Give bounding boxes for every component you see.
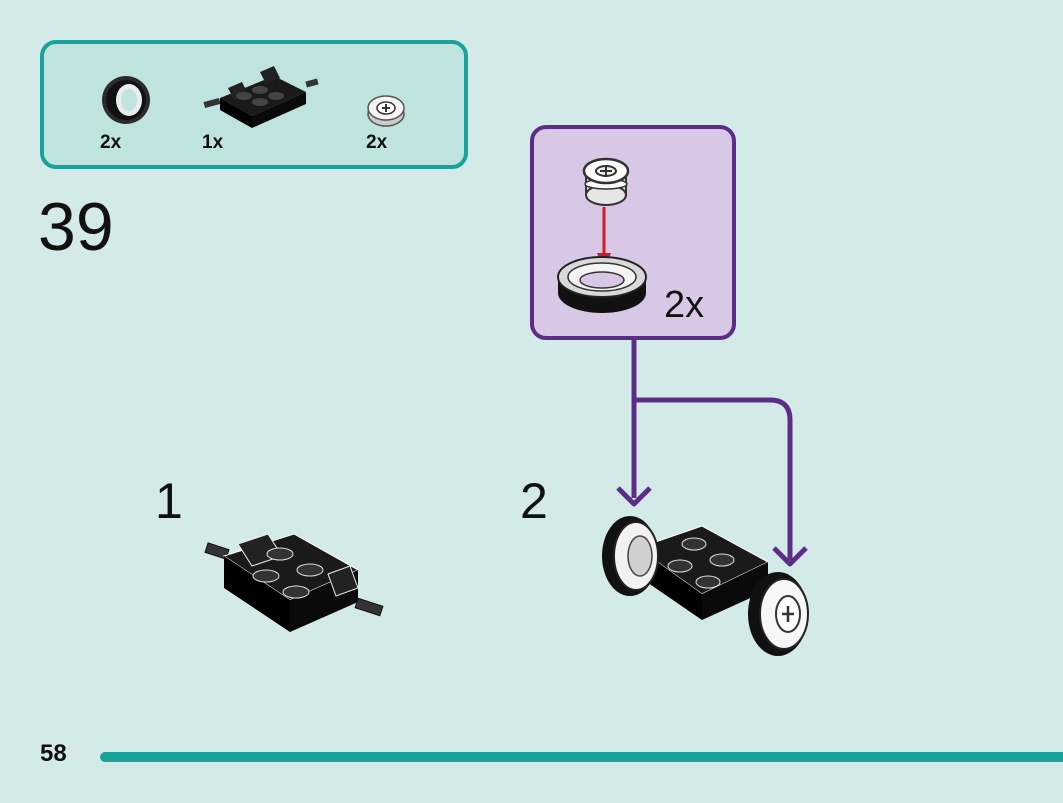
axle-plate-icon bbox=[204, 533, 384, 632]
wheel-rim-icon bbox=[582, 157, 630, 206]
step-number: 39 bbox=[38, 189, 114, 265]
subassembly-qty: 2x bbox=[664, 284, 705, 326]
wheel-rim-icon bbox=[367, 95, 405, 127]
page-progress-bar bbox=[100, 752, 1063, 762]
tire-icon bbox=[102, 76, 150, 124]
axle-plate-icon bbox=[203, 66, 319, 128]
wheel-rim-qty: 2x bbox=[366, 132, 388, 153]
page-number: 58 bbox=[40, 740, 67, 767]
subassembly-callout: 2x bbox=[530, 125, 736, 340]
axle-plate-qty: 1x bbox=[202, 132, 224, 153]
tire-qty: 2x bbox=[100, 132, 122, 153]
substep-number: 2 bbox=[520, 473, 548, 529]
assembled-axle-with-wheels bbox=[602, 516, 809, 656]
tire-icon bbox=[557, 256, 647, 313]
parts-list-box: 2x 1x 2x bbox=[40, 40, 468, 169]
substep-number: 1 bbox=[155, 473, 183, 529]
